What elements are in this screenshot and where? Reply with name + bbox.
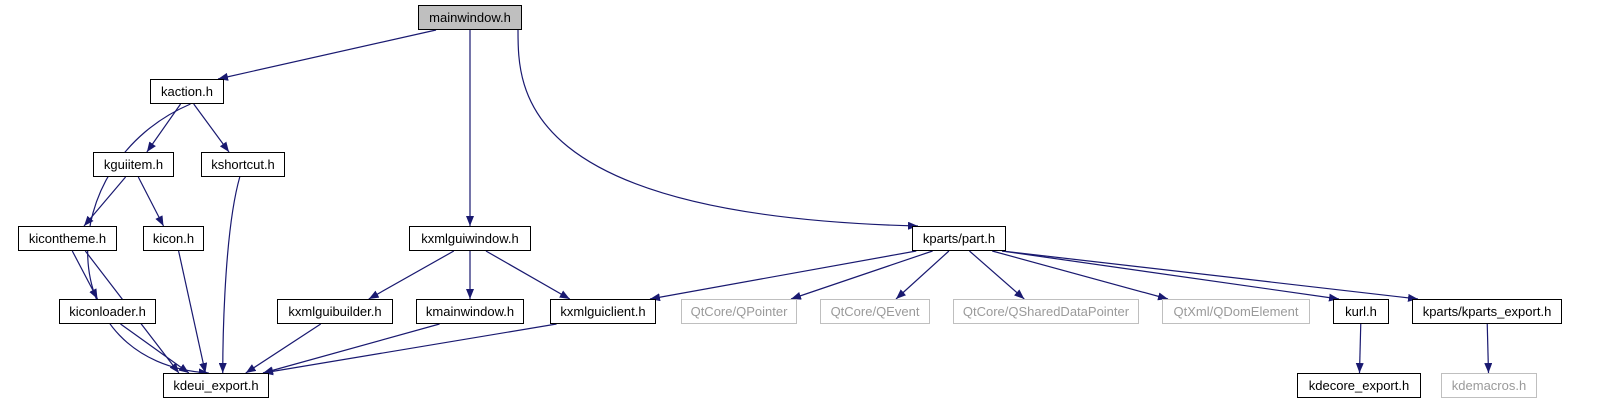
node-kurl-h[interactable]: kurl.h xyxy=(1333,299,1389,324)
edge-kiconloader-to-kdeui_export xyxy=(120,323,190,374)
edge-kshortcut-to-kdeui_export xyxy=(218,176,241,374)
edge-part-to-kxmlguiclient xyxy=(649,250,917,302)
node-kshortcut-h[interactable]: kshortcut.h xyxy=(201,152,285,177)
edge-kicon-to-kdeui_export xyxy=(178,250,208,374)
edge-part-to-kurl xyxy=(1001,250,1340,302)
edge-kparts_export-to-kdemacros xyxy=(1484,323,1493,374)
node-kaction-h[interactable]: kaction.h xyxy=(150,79,224,104)
edge-kxmlguiwindow-to-kxmlguiclient xyxy=(485,250,571,300)
node-kxmlguiwindow-h[interactable]: kxmlguiwindow.h xyxy=(409,226,531,251)
edge-mainwindow-to-kaction xyxy=(217,29,437,81)
edge-kicontheme-to-kiconloader xyxy=(71,250,99,300)
edge-part-to-qshareddatapointer xyxy=(969,250,1025,300)
node-kparts-part-h[interactable]: kparts/part.h xyxy=(912,226,1006,251)
edge-part-to-qdomelement xyxy=(992,250,1169,301)
node-kguiitem-h[interactable]: kguiitem.h xyxy=(93,152,174,177)
node-kdecore-export-h[interactable]: kdecore_export.h xyxy=(1297,373,1421,398)
edge-kaction-to-kdeui_export xyxy=(87,103,209,377)
edge-kmainwindow-to-kdeui_export xyxy=(262,323,440,375)
node-kicontheme-h[interactable]: kicontheme.h xyxy=(18,226,117,251)
node-qtcore-qshareddatapointer: QtCore/QSharedDataPointer xyxy=(953,299,1139,324)
edge-kxmlguiwindow-to-kxmlguibuilder xyxy=(368,250,455,300)
edge-mainwindow-to-part xyxy=(517,29,919,230)
edge-kurl-to-kdecore_export xyxy=(1355,323,1364,374)
node-kdeui-export-h[interactable]: kdeui_export.h xyxy=(163,373,269,398)
edge-part-to-kparts_export xyxy=(1001,250,1419,302)
node-kdemacros-h: kdemacros.h xyxy=(1441,373,1537,398)
edge-kxmlguibuilder-to-kdeui_export xyxy=(245,323,322,374)
node-kmainwindow-h[interactable]: kmainwindow.h xyxy=(416,299,524,324)
node-kxmlguibuilder-h[interactable]: kxmlguibuilder.h xyxy=(277,299,393,324)
edge-kxmlguiclient-to-kdeui_export xyxy=(262,323,557,376)
node-qtcore-qevent: QtCore/QEvent xyxy=(820,299,930,324)
node-qtxml-qdomelement: QtXml/QDomElement xyxy=(1162,299,1310,324)
node-qtcore-qpointer: QtCore/QPointer xyxy=(681,299,797,324)
node-kicon-h[interactable]: kicon.h xyxy=(143,226,204,251)
edge-kaction-to-kshortcut xyxy=(193,103,230,153)
node-mainwindow-h[interactable]: mainwindow.h xyxy=(418,5,522,30)
node-kparts-export-h[interactable]: kparts/kparts_export.h xyxy=(1412,299,1562,324)
edge-kguiitem-to-kicontheme xyxy=(83,176,127,227)
edge-part-to-qevent xyxy=(895,250,950,300)
edge-kguiitem-to-kicon xyxy=(137,176,165,227)
node-kiconloader-h[interactable]: kiconloader.h xyxy=(59,299,156,324)
node-kxmlguiclient-h[interactable]: kxmlguiclient.h xyxy=(550,299,656,324)
edge-part-to-qpointer xyxy=(790,250,933,300)
edge-layer xyxy=(71,29,1493,377)
